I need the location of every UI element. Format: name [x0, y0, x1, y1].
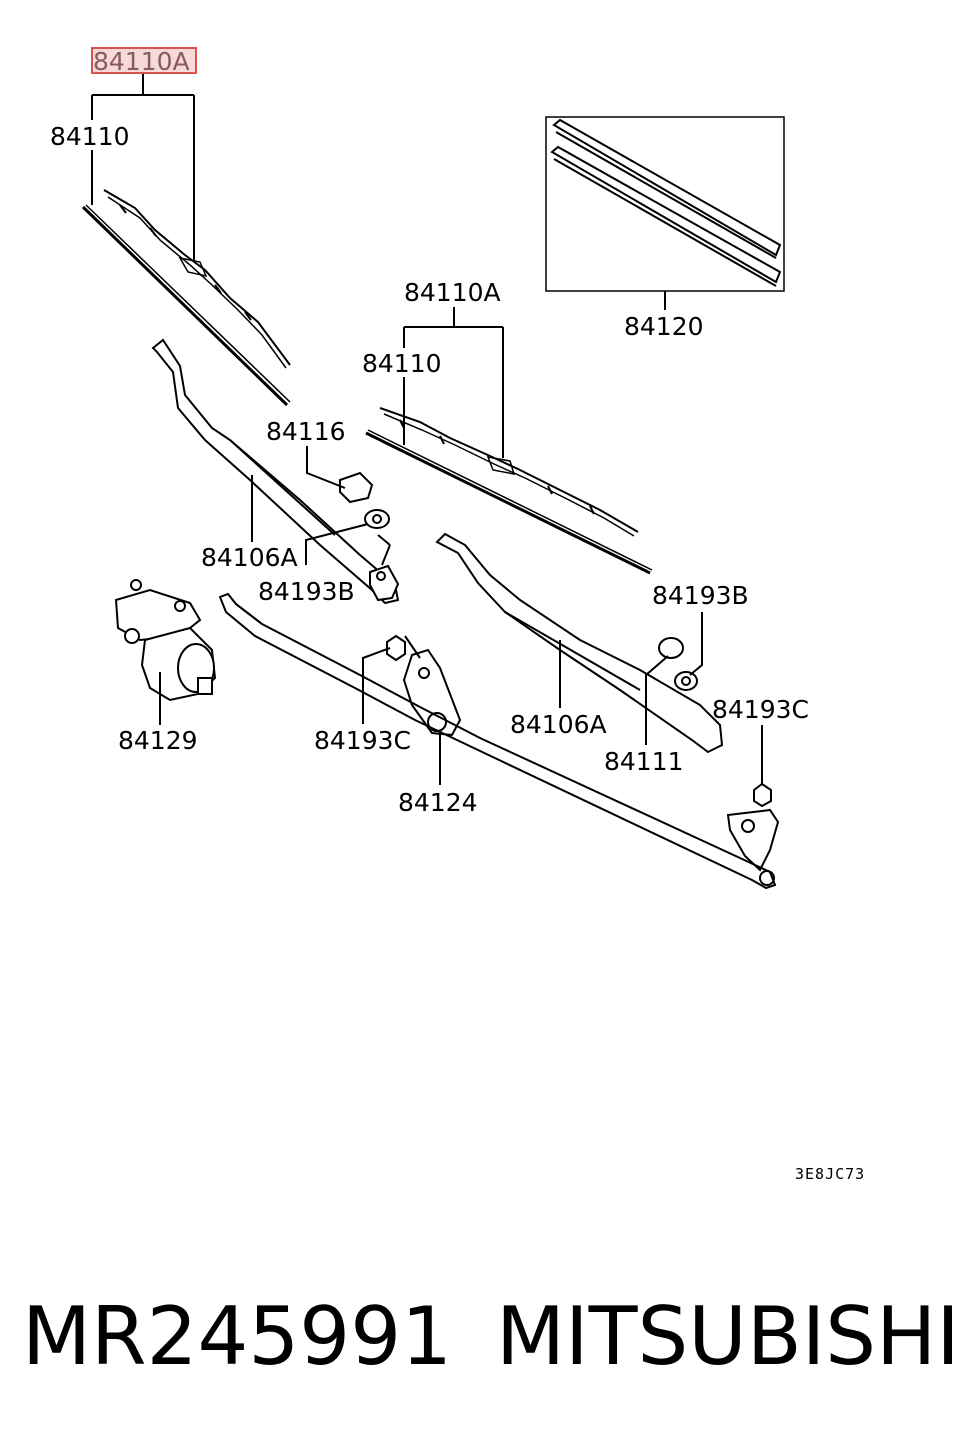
wiper-arm-right[interactable]: [435, 532, 724, 754]
callout-84193B-left[interactable]: 84193B: [258, 577, 355, 606]
pivot-cap-left[interactable]: [369, 564, 400, 602]
nut-cap-right[interactable]: [674, 671, 698, 691]
callout-84110A-left[interactable]: 84110A: [93, 47, 190, 76]
caption: MR245991 MITSUBISHI: [0, 1290, 960, 1390]
highlight-box: [91, 47, 197, 74]
nut-right[interactable]: [753, 782, 772, 808]
brand-name: MITSUBISHI: [496, 1290, 960, 1383]
nut-cap-right-84111[interactable]: [658, 637, 684, 659]
callout-84110-right[interactable]: 84110: [362, 349, 442, 378]
part-number: MR245991: [22, 1290, 452, 1383]
callout-84193C-right[interactable]: 84193C: [712, 695, 809, 724]
callout-84110-left[interactable]: 84110: [50, 122, 130, 151]
leader-lines: [91, 73, 763, 785]
wiper-motor[interactable]: [114, 579, 217, 702]
callout-84106A-right[interactable]: 84106A: [510, 710, 607, 739]
arm-cap-84116[interactable]: [339, 471, 374, 504]
linkage-84124[interactable]: [218, 592, 780, 890]
callout-84120[interactable]: 84120: [624, 312, 704, 341]
wiper-blade-right[interactable]: [365, 407, 653, 575]
parts-diagram: 84110A 84110 84120 84110A 84110 84116 84…: [50, 47, 865, 1183]
wiper-arm-left[interactable]: [151, 338, 400, 605]
wiper-blade-left[interactable]: [81, 189, 291, 407]
callout-84193B-right[interactable]: 84193B: [652, 581, 749, 610]
callout-84116[interactable]: 84116: [266, 417, 346, 446]
nut-left[interactable]: [386, 634, 406, 662]
refill-set-box[interactable]: [545, 116, 785, 292]
callout-84124[interactable]: 84124: [398, 788, 478, 817]
callout-84111[interactable]: 84111: [604, 747, 684, 776]
callout-84110A-right[interactable]: 84110A: [404, 278, 501, 307]
callout-84129[interactable]: 84129: [118, 726, 198, 755]
nut-cap-left[interactable]: [364, 509, 390, 529]
diagram-code: 3E8JC73: [795, 1165, 865, 1183]
callout-84193C-left[interactable]: 84193C: [314, 726, 411, 755]
callout-84106A-left[interactable]: 84106A: [201, 543, 298, 572]
